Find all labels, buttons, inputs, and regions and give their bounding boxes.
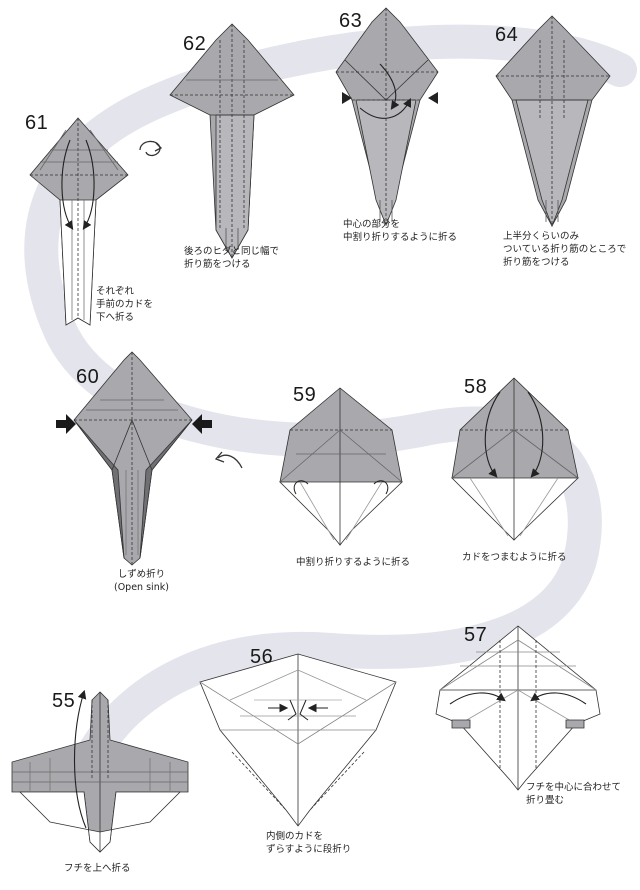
step-56-caption: 内側のカドを ずらすように段折り bbox=[266, 831, 352, 855]
step-57-number: 57 bbox=[464, 624, 488, 646]
step-60-number: 60 bbox=[76, 366, 100, 388]
step-56-figure bbox=[199, 653, 397, 827]
step-61-number: 61 bbox=[25, 112, 49, 134]
step-60-caption: しずめ折り (Open sink) bbox=[114, 569, 169, 593]
step-64-caption: 上半分くらいのみ ついている折り筋のところで 折り筋をつける bbox=[503, 231, 627, 268]
step-58-caption: カドをつまむように折る bbox=[462, 552, 567, 563]
turn-over-icon bbox=[139, 140, 163, 157]
step-62-caption: 後ろのヒダと同じ幅で 折り筋をつける bbox=[184, 246, 280, 270]
step-59-number: 59 bbox=[293, 384, 317, 406]
step-55-caption: フチを上へ折る bbox=[64, 863, 131, 874]
step-62-figure bbox=[169, 23, 295, 259]
step-64-figure bbox=[495, 15, 611, 228]
rotate-arrow-icon bbox=[214, 451, 243, 469]
step-63-caption: 中心の部分を 中割り折りするように折る bbox=[343, 219, 458, 243]
step-64-number: 64 bbox=[495, 24, 519, 46]
step-63-figure bbox=[335, 7, 439, 227]
push-arrow-icon bbox=[56, 414, 212, 434]
step-55-number: 55 bbox=[52, 690, 76, 712]
step-57-figure bbox=[435, 625, 601, 791]
step-55-figure bbox=[11, 689, 189, 853]
step-61-figure bbox=[29, 117, 129, 326]
step-56-number: 56 bbox=[250, 646, 274, 668]
step-58-number: 58 bbox=[464, 376, 488, 398]
step-60-figure bbox=[73, 351, 193, 566]
step-59-figure bbox=[279, 387, 403, 546]
step-57-caption: フチを中心に合わせて 折り畳む bbox=[526, 782, 622, 806]
step-62-number: 62 bbox=[183, 33, 207, 55]
step-63-number: 63 bbox=[339, 10, 363, 32]
step-59-caption: 中割り折りするように折る bbox=[296, 557, 411, 568]
step-58-figure bbox=[451, 377, 579, 541]
step-61-caption: それぞれ 手前のカドを 下へ折る bbox=[96, 286, 154, 323]
push-arrow-icon bbox=[342, 92, 438, 104]
